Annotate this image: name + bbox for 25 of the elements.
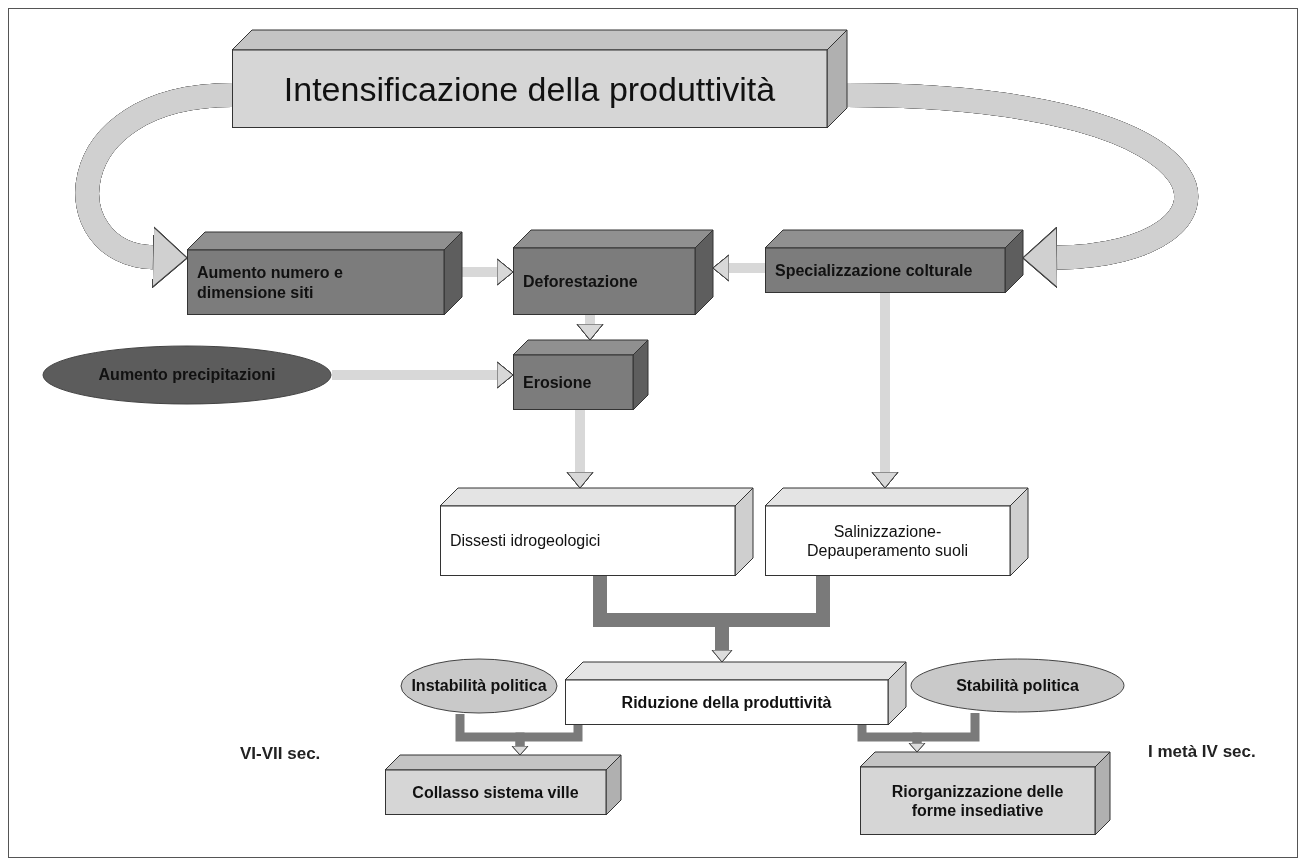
arrow [846, 83, 1198, 288]
node-text: Aumento precipitazioni [98, 365, 276, 385]
arrow [712, 254, 765, 282]
arrow [908, 713, 980, 753]
node-text: Riorganizzazione delle forme insediative [890, 781, 1065, 821]
period-label: I metà IV sec. [1148, 742, 1256, 762]
node-text: Erosione [523, 372, 592, 393]
node-text: Aumento numero e dimensione siti [197, 263, 344, 302]
arrow [332, 361, 514, 389]
arrow [462, 258, 514, 286]
node-text: Intensificazione della produttività [283, 68, 776, 110]
node-text: Specializzazione colturale [775, 260, 973, 281]
node-text: Collasso sistema ville [412, 782, 579, 803]
arrow [75, 83, 233, 288]
arrow [511, 725, 583, 756]
arrow [566, 410, 594, 489]
arrow [576, 315, 604, 341]
node-text: Stabilità politica [956, 675, 1079, 696]
node-text: Salinizzazione- Depauperamento suoli [806, 521, 969, 561]
node-text: Dissesti idrogeologici [450, 531, 601, 551]
node-text: Riduzione della produttività [621, 692, 832, 713]
node-text: Deforestazione [523, 271, 638, 292]
period-label: VI-VII sec. [240, 744, 321, 764]
node-text: Instabilità politica [411, 676, 547, 696]
arrow [871, 293, 899, 489]
